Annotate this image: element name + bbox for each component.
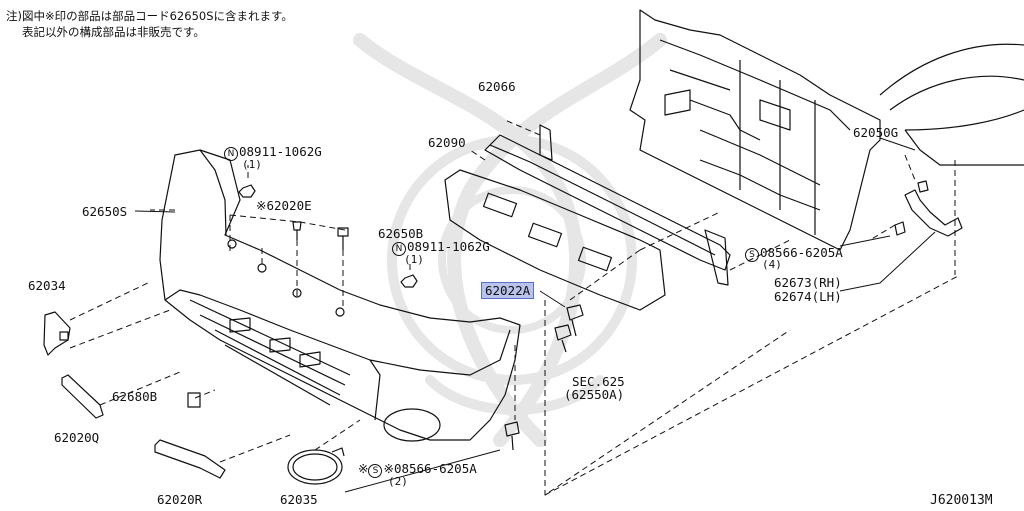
solid-leaders bbox=[134, 137, 936, 493]
fender-drawing bbox=[879, 43, 1024, 166]
label-62020E[interactable]: ※62020E bbox=[256, 198, 312, 213]
label-62020Q[interactable]: 62020Q bbox=[54, 430, 100, 445]
note-line-1: 注)図中※印の部品は部品コード62650Sに含まれます。 bbox=[6, 9, 293, 23]
label-62034[interactable]: 62034 bbox=[28, 278, 66, 293]
nut-08911-a-drawing bbox=[238, 184, 256, 198]
label-08566-b-mark: ※ bbox=[358, 461, 369, 476]
label-62022A-highlighted[interactable]: 62022A bbox=[481, 282, 535, 299]
bolt-08566-drawing bbox=[504, 421, 520, 451]
bolt-62022A-drawing bbox=[554, 304, 584, 353]
qty-08566-a: (4) bbox=[762, 258, 782, 271]
label-62066[interactable]: 62066 bbox=[478, 79, 516, 94]
label-62674-lh[interactable]: 62674(LH) bbox=[774, 289, 842, 304]
label-62050G[interactable]: 62050G bbox=[853, 125, 899, 140]
bracket-62034-drawing bbox=[43, 311, 71, 356]
label-62020R[interactable]: 62020R bbox=[157, 492, 203, 507]
label-08911-a-text: 08911-1062G bbox=[239, 144, 322, 159]
core-support-drawing bbox=[629, 9, 881, 251]
qty-08911-b: (1) bbox=[404, 253, 424, 266]
diagram-id: J620013M bbox=[930, 493, 993, 508]
nut-08911-b-drawing bbox=[400, 274, 418, 288]
note-line-2: 表記以外の構成部品は非販売です。 bbox=[22, 25, 205, 39]
leader-lines bbox=[69, 119, 961, 496]
qty-08566-b: (2) bbox=[388, 475, 408, 488]
screw-62020E-drawing bbox=[292, 221, 302, 240]
bumper-reinforcement-drawing bbox=[484, 124, 731, 286]
screw-62650B-drawing bbox=[337, 227, 349, 250]
label-08566-b-text: ※08566-6205A bbox=[383, 461, 477, 476]
label-62550A-ref: (62550A) bbox=[564, 387, 625, 402]
label-sec625[interactable]: SEC.625 bbox=[572, 374, 625, 389]
label-62035[interactable]: 62035 bbox=[280, 492, 318, 507]
sensor-harness-drawing bbox=[894, 180, 963, 237]
label-62680B[interactable]: 62680B bbox=[112, 389, 158, 404]
trim-62020Q-drawing bbox=[61, 374, 104, 419]
label-08911-b-text: 08911-1062G bbox=[407, 239, 490, 254]
label-62650S[interactable]: 62650S bbox=[82, 204, 128, 219]
fog-ring-62035-drawing bbox=[287, 447, 345, 485]
bumper-fascia-drawing bbox=[159, 149, 521, 442]
label-62650B[interactable]: 62650B bbox=[378, 226, 424, 241]
label-62090[interactable]: 62090 bbox=[428, 135, 466, 150]
s-symbol-icon: S bbox=[745, 248, 759, 262]
n-symbol-icon: N bbox=[224, 147, 238, 161]
label-62673-rh[interactable]: 62673(RH) bbox=[774, 275, 842, 290]
clip-62680B-drawing bbox=[187, 392, 201, 408]
energy-absorber-drawing bbox=[444, 169, 666, 311]
s-symbol-icon: S bbox=[368, 464, 383, 478]
label-08566-b[interactable]: ※S※08566-6205A bbox=[358, 462, 477, 478]
qty-08911-a: (1) bbox=[242, 158, 262, 171]
trim-62020R-drawing bbox=[154, 439, 226, 479]
label-08566-a-text: 08566-6205A bbox=[760, 245, 843, 260]
n-symbol-icon: N bbox=[392, 242, 406, 256]
